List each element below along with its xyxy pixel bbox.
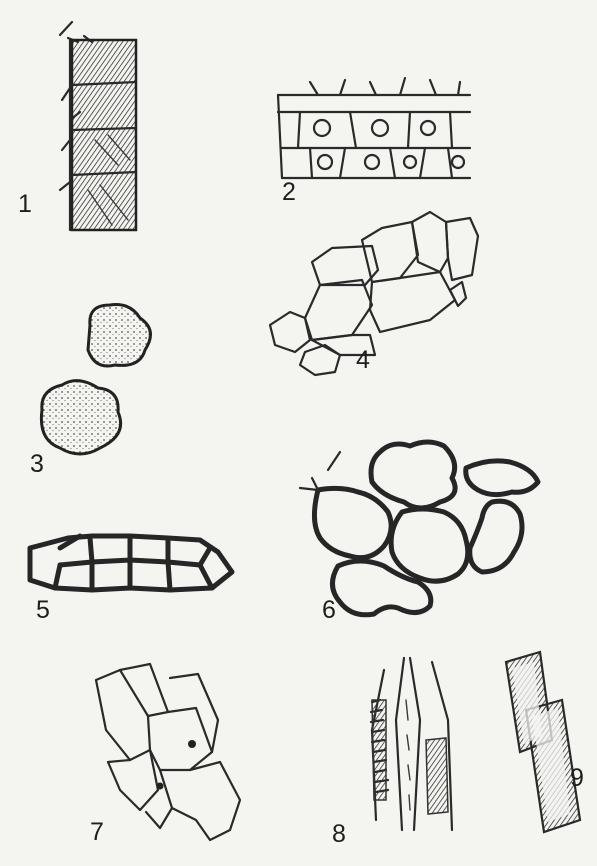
- figure-6-wavy-walled-cells: [300, 442, 538, 615]
- figure-label-3: 3: [30, 450, 44, 478]
- figure-7-elongated-cells: [96, 664, 240, 840]
- figure-5-thick-cell-row: [30, 536, 232, 590]
- figure-label-5: 5: [36, 596, 50, 624]
- figure-label-1: 1: [18, 190, 32, 218]
- figure-9-fibre-fragments: [506, 652, 580, 832]
- figure-label-2: 2: [282, 178, 296, 206]
- figure-label-4: 4: [356, 346, 370, 374]
- figure-2-nucleated-cells: [278, 78, 470, 178]
- figure-label-8: 8: [332, 820, 346, 848]
- figure-8-annular-vessel: [371, 658, 452, 830]
- figure-4-parenchyma: [270, 212, 478, 375]
- figure-label-6: 6: [322, 596, 336, 624]
- figure-label-7: 7: [90, 818, 104, 846]
- figure-3-grains: [41, 305, 150, 454]
- figure-1-stone-cells: [60, 22, 136, 230]
- figure-label-9: 9: [570, 764, 584, 792]
